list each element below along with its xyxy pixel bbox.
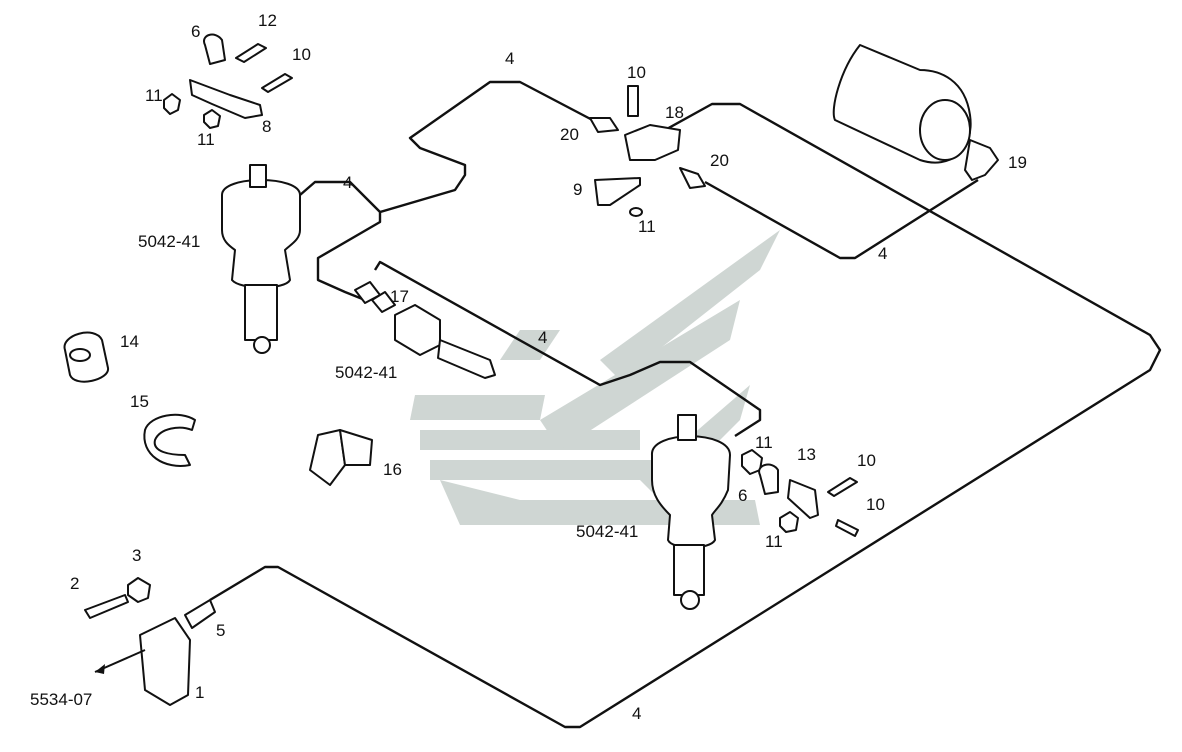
hose-clamp — [143, 413, 196, 467]
fittings-top — [589, 85, 706, 217]
label-10: 10 — [292, 45, 311, 64]
label-11: 11 — [638, 217, 656, 236]
label-1: 1 — [195, 683, 204, 702]
label-8: 8 — [262, 117, 271, 136]
label-2: 2 — [70, 574, 79, 593]
label-4: 4 — [538, 328, 547, 347]
label-10: 10 — [866, 495, 885, 514]
label-17: 17 — [390, 287, 409, 306]
air-spring-left — [221, 164, 301, 354]
clamp-bracket-group-top — [163, 33, 293, 129]
label-14: 14 — [120, 332, 139, 351]
label-5042-41: 5042-41 — [576, 522, 638, 541]
label-11: 11 — [197, 130, 215, 149]
air-spring-right — [650, 414, 731, 610]
label-6: 6 — [738, 486, 747, 505]
label-9: 9 — [573, 180, 582, 199]
label-3: 3 — [132, 546, 141, 565]
label-18: 18 — [665, 103, 684, 122]
label-20: 20 — [710, 151, 729, 170]
label-12: 12 — [258, 11, 277, 30]
label-16: 16 — [383, 460, 402, 479]
clamp-bracket-group-bottom — [741, 449, 859, 537]
bottom-left-parts — [84, 577, 216, 706]
label-4: 4 — [505, 49, 514, 68]
label-5042-41: 5042-41 — [335, 363, 397, 382]
label-6: 6 — [191, 22, 200, 41]
valve-bracket — [309, 429, 373, 486]
label-15: 15 — [130, 392, 149, 411]
label-11: 11 — [765, 532, 783, 551]
leveling-valve — [354, 281, 496, 379]
spacer-ring — [63, 331, 109, 383]
label-4: 4 — [878, 244, 887, 263]
part-number-labels: 6 12 10 11 8 11 4 10 18 20 20 19 9 11 4 … — [30, 11, 1027, 723]
label-10: 10 — [857, 451, 876, 470]
label-4: 4 — [632, 704, 641, 723]
label-11: 11 — [755, 433, 773, 452]
label-5: 5 — [216, 621, 225, 640]
label-4: 4 — [343, 173, 352, 192]
label-5534-07: 5534-07 — [30, 690, 92, 709]
label-5042-41: 5042-41 — [138, 232, 200, 251]
label-19: 19 — [1008, 153, 1027, 172]
label-20: 20 — [560, 125, 579, 144]
label-10: 10 — [627, 63, 646, 82]
air-tank — [832, 44, 999, 181]
label-11: 11 — [145, 86, 163, 105]
label-13: 13 — [797, 445, 816, 464]
air-hose-lines — [209, 80, 1162, 729]
